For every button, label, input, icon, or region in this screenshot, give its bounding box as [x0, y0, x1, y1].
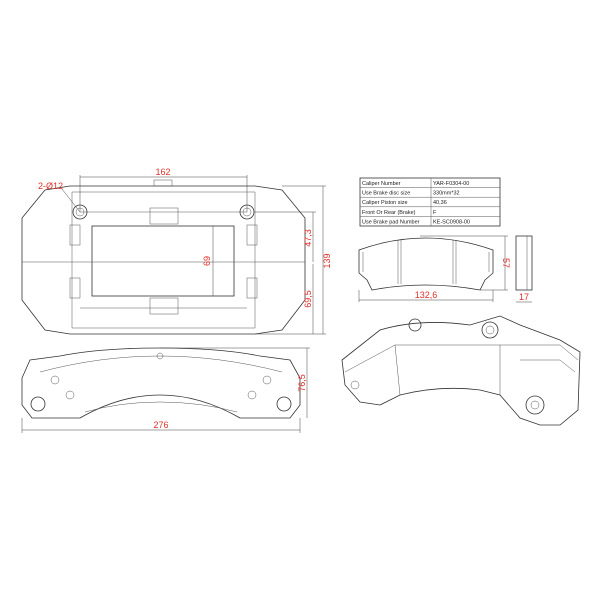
- table-value: KE-SC0908-00: [433, 219, 470, 225]
- table-label: Caliper Piston size: [362, 200, 408, 206]
- table-label: Front Or Rear (Brake): [362, 210, 416, 216]
- table-label: Use Brake disc size: [362, 191, 410, 197]
- dim-276: 276: [153, 420, 168, 430]
- hole-note: 2-Ø12: [38, 181, 63, 191]
- dim-17: 17: [519, 292, 529, 302]
- dim-69: 69: [202, 256, 212, 266]
- dim-57: 57: [501, 258, 511, 268]
- spec-table: Caliper Number YAR-F0304-00 Use Brake di…: [359, 177, 501, 227]
- caliper-side-view: 276 76,5: [21, 347, 310, 433]
- table-label: Caliper Number: [362, 181, 401, 187]
- table-value: 40,36: [433, 200, 447, 206]
- dim-76-5: 76,5: [297, 374, 307, 392]
- caliper-top-view: 162 2-Ø12 69 47,3 69,5 139: [21, 167, 332, 335]
- table-value: F: [433, 210, 437, 216]
- table-value: YAR-F0304-00: [433, 181, 469, 187]
- dim-162: 162: [155, 167, 170, 177]
- dim-139: 139: [322, 253, 332, 268]
- dim-69-5: 69,5: [303, 290, 313, 308]
- brake-pad-view: 132,6 57 17: [358, 235, 533, 303]
- dim-47-3: 47,3: [303, 229, 313, 247]
- dim-132-6: 132,6: [415, 290, 438, 300]
- table-value: 330mm*32: [433, 191, 460, 197]
- table-label: Use Brake pad Number: [362, 219, 420, 225]
- caliper-3d-view: [341, 315, 581, 426]
